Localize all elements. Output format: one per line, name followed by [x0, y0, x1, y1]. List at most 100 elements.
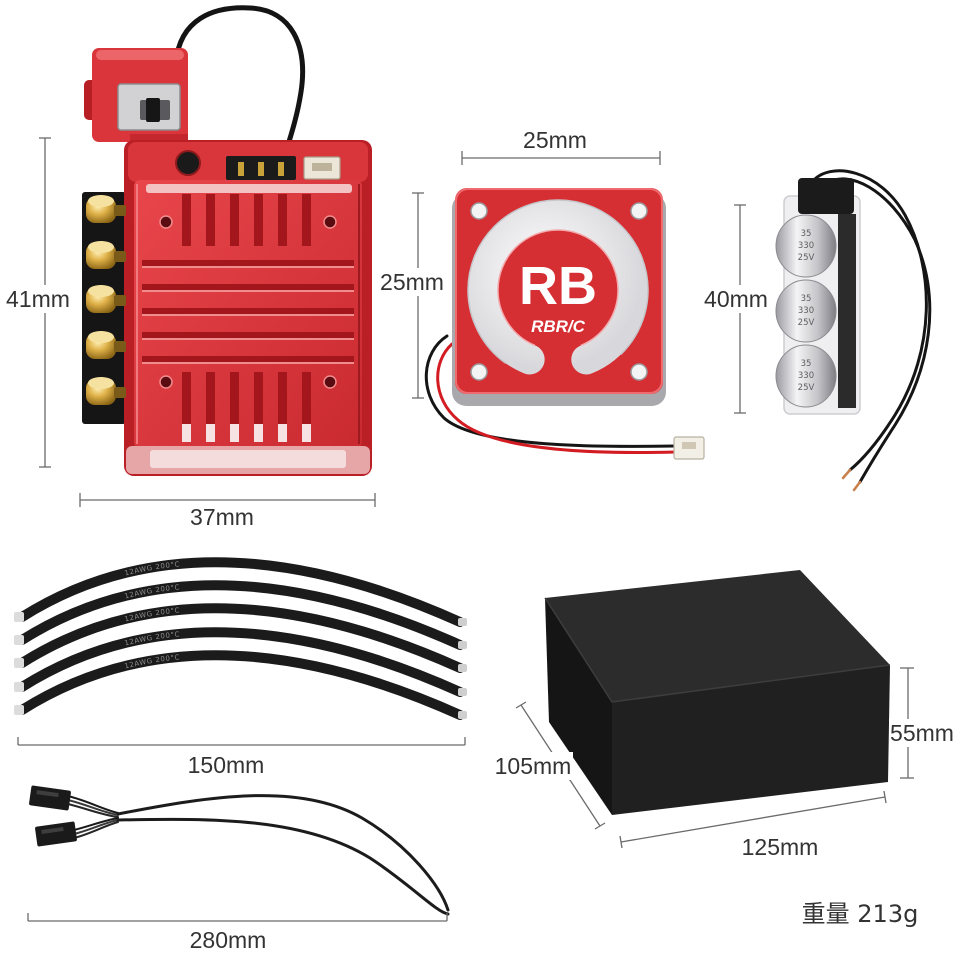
- screw-hole: [159, 375, 173, 389]
- capacitor-marking: 35: [801, 359, 812, 369]
- capacitor-height-label: 40mm: [704, 286, 768, 312]
- fin-groove: [302, 194, 311, 246]
- bullet-collar: [114, 295, 126, 306]
- fin-shine: [278, 424, 287, 442]
- fin-groove: [182, 372, 191, 424]
- servo-wire: [73, 819, 119, 835]
- fin-groove: [182, 194, 191, 246]
- fin-groove: [142, 284, 354, 290]
- capacitor: 35 330 25V: [775, 214, 837, 278]
- capacitor-can: [775, 214, 837, 278]
- fin-highlight: [142, 338, 354, 340]
- capacitor-lead-wire: [810, 169, 928, 472]
- fan-wire-red: [436, 342, 678, 455]
- fin-groove: [206, 372, 215, 424]
- bullet-terminal: [86, 285, 126, 313]
- dimension-tick: [883, 790, 887, 804]
- fan-ring-outline: [467, 199, 649, 381]
- switch-slider: [146, 98, 160, 122]
- esc-width-label: 37mm: [190, 504, 254, 530]
- fan-port-slot: [312, 163, 332, 171]
- packaging-box: 55mm 105mm 125mm: [493, 570, 957, 860]
- capacitor-marking: 330: [798, 241, 814, 251]
- bullet-top: [88, 195, 114, 207]
- wire-tip: [14, 635, 24, 645]
- esc-unit: 41mm 37mm: [4, 5, 376, 530]
- servo-connector-latch: [41, 826, 64, 834]
- fin-groove: [142, 356, 354, 362]
- capacitor-can: [775, 279, 837, 343]
- wire-tip: [14, 612, 24, 622]
- fin-shine: [182, 424, 191, 442]
- stripped-wire-end: [852, 480, 862, 492]
- capacitor-marking: 25V: [798, 253, 815, 263]
- dimension-tick: [515, 701, 527, 709]
- label-background: [702, 285, 770, 313]
- fin-groove: [254, 194, 263, 246]
- motor-wire: [17, 627, 465, 697]
- box-left-face: [545, 598, 612, 815]
- bullet-terminal: [86, 331, 126, 359]
- wire-tip: [14, 658, 24, 668]
- screw-hole: [159, 215, 173, 229]
- fin-highlight: [142, 314, 354, 316]
- fin-shine: [230, 424, 239, 442]
- setup-button-hole: [176, 151, 200, 175]
- dimension-tick: [619, 835, 623, 849]
- esc-bottom-lip-shine: [150, 450, 346, 468]
- screw-hole: [323, 375, 337, 389]
- fan-screw-hole: [470, 363, 488, 381]
- fin-groove: [142, 308, 354, 314]
- sensor-port-pin: [238, 162, 244, 176]
- power-switch: [84, 48, 188, 150]
- fan-plug-slot: [682, 442, 696, 449]
- fan-width-dimension: 25mm: [461, 127, 661, 165]
- wire-tip: [458, 688, 467, 696]
- capacitor-marking: 35: [801, 294, 812, 304]
- fan-clear-ring: [468, 200, 648, 380]
- servo-wire: [73, 821, 119, 839]
- bullet-terminal: [86, 195, 126, 223]
- fin-highlight: [142, 266, 354, 268]
- bullet-top: [88, 285, 114, 297]
- switch-lead-wire: [173, 5, 306, 161]
- wire-tip: [14, 682, 24, 692]
- motor-wire: [17, 580, 465, 650]
- motor-wire: [17, 603, 465, 673]
- label-background: [4, 285, 74, 313]
- servo-wire: [73, 817, 119, 831]
- motor-wire: [17, 557, 465, 627]
- bullet-collar: [114, 205, 126, 216]
- wire-tip: [458, 711, 467, 719]
- esc-body: [124, 140, 372, 476]
- fan-screw-hole: [630, 202, 648, 220]
- fin-groove: [206, 194, 215, 246]
- box-width-dimension: 125mm: [619, 790, 887, 860]
- stripped-wire-end: [841, 468, 852, 480]
- switch-housing-highlight: [96, 50, 184, 60]
- capacitor: 35 330 25V: [775, 344, 837, 408]
- bullet-collar: [114, 387, 126, 398]
- fin-shine: [206, 424, 215, 442]
- fan-width-label: 25mm: [523, 127, 587, 153]
- fin-shine: [302, 424, 311, 442]
- fan-brand-text: RBR/C: [531, 317, 586, 336]
- box-front-face: [612, 665, 890, 815]
- motor-wire-length-dimension: 150mm: [17, 737, 466, 778]
- fin-groove: [278, 372, 287, 424]
- box-top-face: [545, 570, 890, 702]
- fan-hub-edge: [497, 229, 619, 351]
- fin-highlight: [142, 362, 354, 364]
- esc-height-dimension: 41mm: [4, 137, 74, 468]
- box-width-label: 125mm: [742, 834, 819, 860]
- fin-shine: [254, 424, 263, 442]
- fin-groove: [230, 372, 239, 424]
- label-background: [378, 268, 446, 296]
- capacitor-lead-wire: [824, 177, 932, 484]
- servo-connector: [35, 821, 77, 847]
- bullet-collar: [114, 341, 126, 352]
- capacitor-marking: 25V: [798, 318, 815, 328]
- box-height-dimension: 55mm: [889, 667, 957, 779]
- fin-groove: [278, 194, 287, 246]
